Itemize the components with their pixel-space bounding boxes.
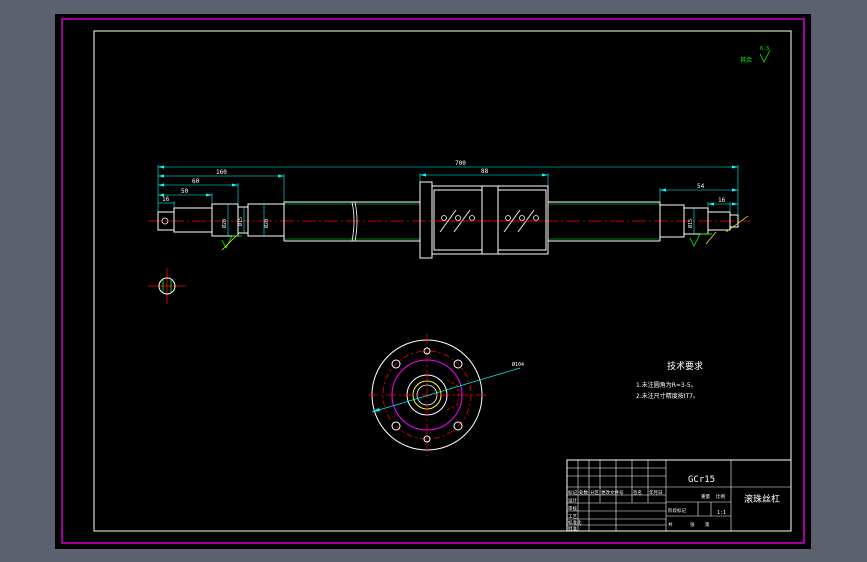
- dim-left-step3-text: 50: [181, 188, 189, 195]
- nut-bolt-holes: [441, 215, 539, 221]
- break-line-left: [351, 201, 355, 242]
- dimension-arrows: [158, 165, 738, 206]
- dim-left-outer-text: 160: [216, 169, 227, 176]
- section-view-small: [148, 268, 186, 304]
- title-part-name: 滚珠丝杠: [744, 493, 780, 505]
- tb-approve: 批准: [568, 525, 577, 532]
- pcd-leader: [371, 367, 521, 413]
- tb-header-date: 年月日: [649, 489, 663, 496]
- flange-end-view: Ø104: [368, 334, 524, 456]
- shaft-right-tip: [729, 214, 739, 228]
- sheet-border: [61, 18, 805, 544]
- dim-left-step2-text: 60: [192, 178, 200, 185]
- title-block: GCr15 滚珠丝杠 1:1 标记 处数 分区 更改文件号 签名 年月日 设计 …: [566, 459, 792, 532]
- dim-nut-span-text: 88: [481, 168, 489, 175]
- dia-1-text: Ø20: [221, 219, 228, 228]
- dim-right-inner-text: 16: [718, 197, 726, 204]
- tb-checker: 审核: [568, 505, 577, 512]
- tb-header-sign: 签名: [633, 489, 642, 496]
- title-material: GCr15: [688, 475, 715, 485]
- dia-3-text: Ø20: [263, 219, 270, 228]
- tb-weight: 重量: [701, 493, 710, 500]
- tb-header-count: 处数: [579, 489, 588, 496]
- flange-bolt-holes: [391, 347, 463, 443]
- dia-2-text: Ø15: [237, 217, 244, 226]
- paper-background: [55, 14, 811, 549]
- dim-overall-text: 700: [455, 160, 466, 167]
- roughness-value: 6.3: [760, 46, 769, 52]
- tb-ratio: 比例: [716, 493, 725, 500]
- shaft-front-view: [148, 181, 750, 259]
- leader-lines: [221, 215, 749, 251]
- roughness-label: 其余: [740, 56, 752, 64]
- tb-designer: 设计: [568, 497, 577, 504]
- tb-standard: 标准化: [568, 519, 582, 526]
- drawing-frame: [93, 30, 792, 532]
- tb-header-change: 更改文件号: [601, 489, 624, 496]
- nut-body: [431, 185, 549, 255]
- tb-craft: 工艺: [568, 514, 577, 520]
- dia-right-text: Ø15: [687, 219, 694, 228]
- tb-index: 第: [705, 521, 710, 528]
- tech-note-2: 2.未注尺寸精度按IT7。: [636, 392, 699, 400]
- technical-requirements: 技术要求 1.未注圆角为R=3-5。 2.未注尺寸精度按IT7。: [636, 360, 703, 400]
- tb-sheet: 张: [690, 521, 695, 528]
- tb-header-mark: 标记: [568, 489, 577, 496]
- tb-count: 共: [668, 521, 673, 528]
- dim-left-step4-text: 16: [162, 196, 170, 203]
- left-tip-hole: [161, 217, 169, 225]
- title-scale: 1:1: [717, 510, 726, 516]
- tech-title: 技术要求: [667, 360, 703, 372]
- dimensions: [157, 165, 739, 236]
- tech-note-1: 1.未注圆角为R=3-5。: [636, 381, 697, 389]
- tb-stage-mark: 阶段标记: [668, 507, 686, 514]
- tb-header-zone: 分区: [590, 489, 599, 496]
- dim-right-outer-text: 54: [697, 183, 705, 190]
- surface-finish-marks: [221, 49, 771, 249]
- flange-pcd-text: Ø104: [512, 361, 524, 368]
